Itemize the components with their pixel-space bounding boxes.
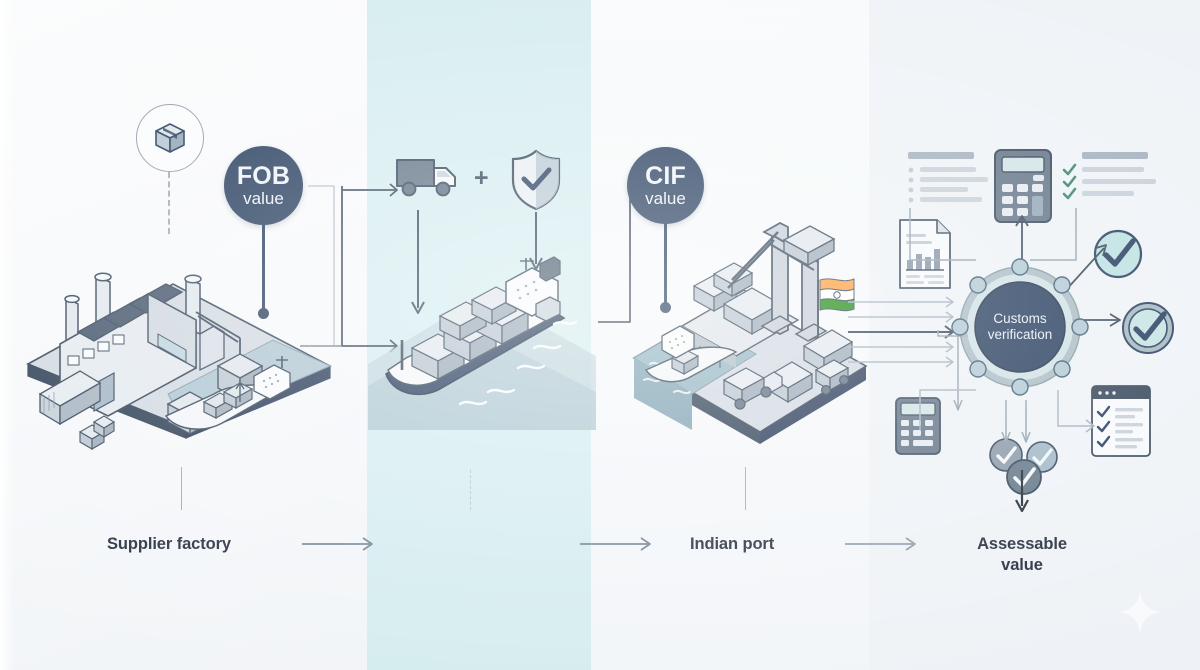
- stage-arrow-3: [845, 537, 916, 551]
- cif-badge-line1: CIF: [645, 161, 686, 190]
- container-ship-icon: [368, 256, 596, 430]
- cif-value-badge[interactable]: CIF value: [627, 147, 704, 224]
- plus-symbol: +: [474, 164, 489, 192]
- fob-badge-line2: value: [243, 189, 284, 209]
- transit-tick-dashed: [470, 470, 471, 510]
- cif-badge-line2: value: [645, 189, 686, 209]
- check-badges-group: [989, 438, 1058, 495]
- calculator-small-icon: [895, 397, 941, 455]
- stage-arrow-2: [580, 537, 651, 551]
- stage-label-assessable: Assessable value: [963, 534, 1081, 577]
- cif-anchor-dot: [660, 302, 671, 313]
- sparkle-icon: [1119, 591, 1161, 633]
- stage-arrow-1: [302, 537, 373, 551]
- check-circle-icon: [1093, 229, 1143, 279]
- fob-badge-stem: [262, 222, 265, 314]
- fob-anchor-dot: [258, 308, 269, 319]
- connector-factory-to-transit: [300, 183, 398, 353]
- checklist-window-icon: [1091, 385, 1151, 457]
- fob-value-badge[interactable]: FOB value: [224, 146, 303, 225]
- arrow-to-assessable-value: [1015, 470, 1029, 513]
- left-edge-fade: [0, 0, 14, 670]
- shield-check-icon: [511, 149, 561, 211]
- assessable-line1: Assessable: [977, 535, 1067, 553]
- port-crane-icon: [632, 221, 868, 444]
- factory-isometric-icon: [26, 272, 332, 450]
- stage-label-port: Indian port: [690, 535, 775, 553]
- customs-verification-hub[interactable]: [951, 258, 1089, 396]
- package-box-icon: [136, 104, 204, 172]
- calculator-icon: [994, 149, 1052, 223]
- bullet-list-icon: [908, 152, 988, 203]
- supplier-tick: [181, 467, 183, 510]
- stage-label-supplier: Supplier factory: [107, 535, 232, 553]
- package-connector-dashed: [168, 172, 170, 234]
- check-circle-icon: [1122, 302, 1174, 354]
- truck-icon: [396, 159, 456, 197]
- cif-badge-stem: [664, 222, 667, 308]
- port-to-customs-arrows: [848, 296, 954, 368]
- check-list-icon: [1062, 152, 1156, 200]
- arrow-truck-down: [411, 210, 425, 314]
- assessable-line2: value: [1001, 556, 1043, 575]
- port-tick: [745, 467, 747, 510]
- fob-badge-line1: FOB: [236, 161, 291, 190]
